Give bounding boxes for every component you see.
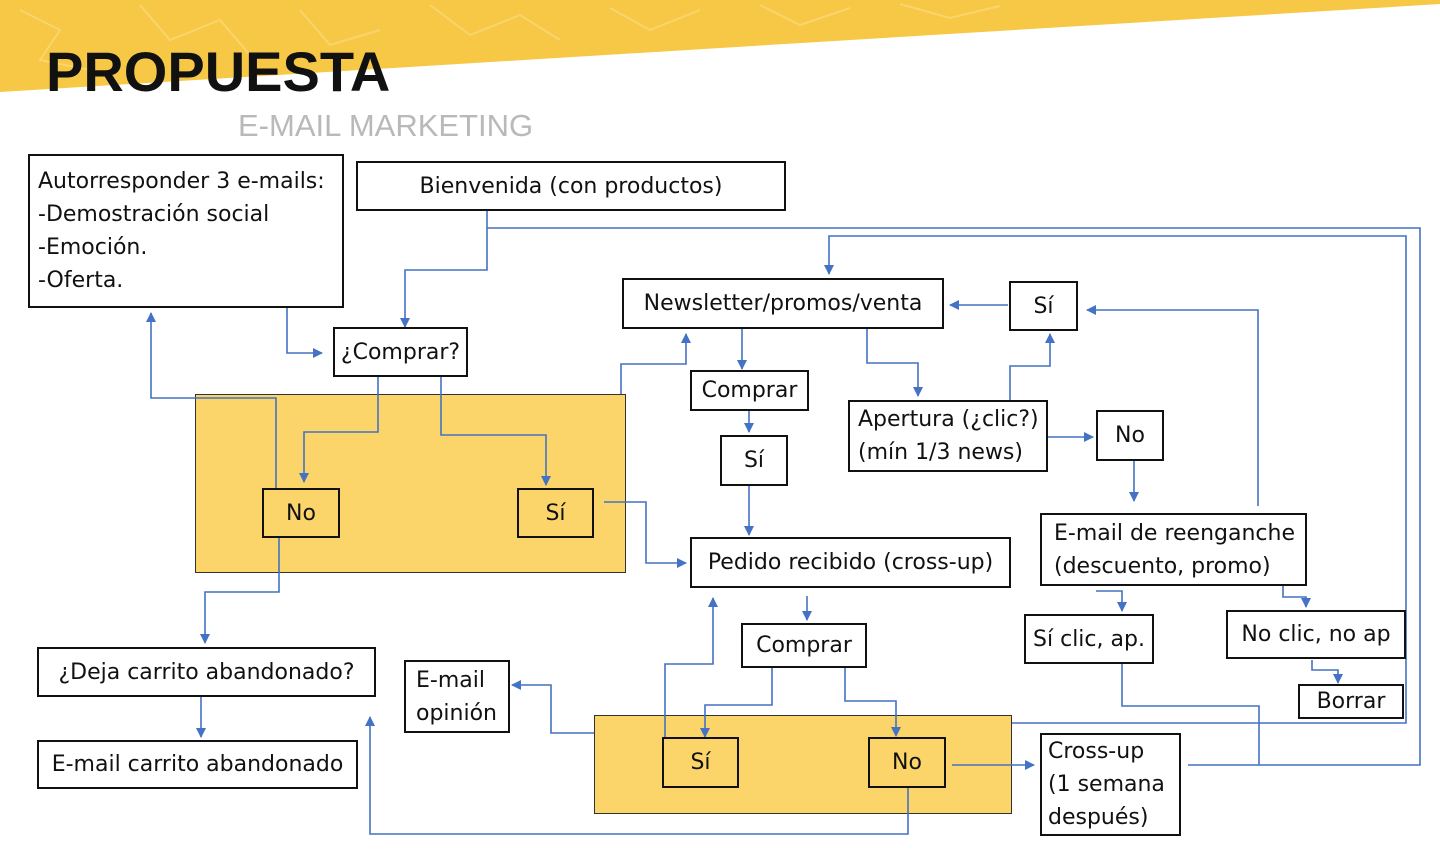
arrow-noclic-borrar: [1311, 660, 1343, 684]
crossup-line-1: Cross-up: [1048, 739, 1145, 764]
reenganche-box: E-mail de reenganche (descuento, promo): [1040, 513, 1307, 586]
borrar-box: Borrar: [1298, 684, 1404, 719]
arrow-bienvenida-comprar: [400, 211, 488, 328]
arrow-si-pedido: [604, 501, 687, 568]
arrow-comprar2-si: [700, 668, 773, 738]
arrow-newsletter-apertura: [866, 329, 923, 397]
arrow-no-autoresponder: [146, 312, 277, 488]
autoresponder-line-3: -Emoción.: [38, 235, 148, 260]
arrow-reenganche-noclic: [1282, 584, 1311, 608]
autoresponder-line-2: -Demostración social: [38, 202, 270, 227]
page-subtitle: E-MAIL MARKETING: [238, 108, 534, 143]
arrow-autoresponder-comprar: [286, 308, 323, 358]
arrow-no3-carrito: [365, 716, 909, 835]
si-clic-box: Sí clic, ap.: [1024, 614, 1154, 664]
crossup-box: Cross-up (1 semana después): [1040, 733, 1181, 836]
arrow-panel2-opinion: [511, 680, 594, 734]
line-bienvenida-right: [487, 227, 1421, 766]
arrow-reenganche-siclic: [1096, 590, 1127, 612]
no-box-3: No: [868, 737, 946, 788]
no-box-1: No: [262, 488, 340, 538]
header-banner: [0, 0, 1440, 92]
email-opinion-box: E-mail opinión: [404, 660, 510, 733]
arrow-apertura-si: [1009, 333, 1055, 400]
arrow-comprar2-no: [844, 668, 901, 737]
pedido-box: Pedido recibido (cross-up): [690, 537, 1011, 588]
deja-carrito-box: ¿Deja carrito abandonado?: [37, 647, 376, 697]
arrow-comprar-si: [440, 377, 551, 486]
autoresponder-box: Autorresponder 3 e-mails: -Demostración …: [28, 154, 344, 308]
crossup-line-2: (1 semana: [1048, 772, 1165, 797]
line-siclic-down: [1121, 664, 1260, 765]
apertura-box: Apertura (¿clic?) (mín 1/3 news): [848, 400, 1048, 472]
crossup-line-3: después): [1048, 805, 1149, 830]
arrow-feedback-newsletter: [824, 235, 1407, 724]
newsletter-box: Newsletter/promos/venta: [622, 278, 944, 329]
apertura-line-1: Apertura (¿clic?): [858, 407, 1039, 432]
email-opinion-line-1: E-mail: [416, 667, 485, 693]
arrow-reenganche-si: [1086, 305, 1259, 506]
reenganche-line-2: (descuento, promo): [1054, 553, 1271, 579]
apertura-line-2: (mín 1/3 news): [858, 440, 1023, 465]
si-newsletter-box: Sí: [1009, 281, 1078, 331]
comprar-result-panel: [195, 394, 626, 573]
si-box-3: Sí: [662, 737, 739, 788]
no-apertura-box: No: [1096, 410, 1164, 461]
email-opinion-line-2: opinión: [416, 700, 497, 726]
arrow-si3-pedido: [664, 597, 718, 737]
bienvenida-box: Bienvenida (con productos): [356, 161, 786, 211]
comprar-question-box: ¿Comprar?: [333, 327, 468, 377]
no-clic-box: No clic, no ap: [1226, 610, 1406, 659]
autoresponder-line-1: Autorresponder 3 e-mails:: [38, 169, 325, 194]
si-box-1: Sí: [517, 488, 594, 538]
reenganche-line-1: E-mail de reenganche: [1054, 520, 1296, 546]
autoresponder-line-4: -Oferta.: [38, 268, 124, 293]
arrow-panel-newsletter: [620, 333, 691, 394]
page-title: PROPUESTA: [46, 40, 391, 103]
arrow-comprar-no: [299, 377, 379, 483]
comprar-box-2: Comprar: [741, 623, 867, 668]
comprar-box-1: Comprar: [690, 370, 809, 411]
arrow-no-dejacarrito: [200, 537, 280, 644]
email-carrito-box: E-mail carrito abandonado: [37, 740, 358, 789]
si-box-2: Sí: [720, 435, 788, 486]
